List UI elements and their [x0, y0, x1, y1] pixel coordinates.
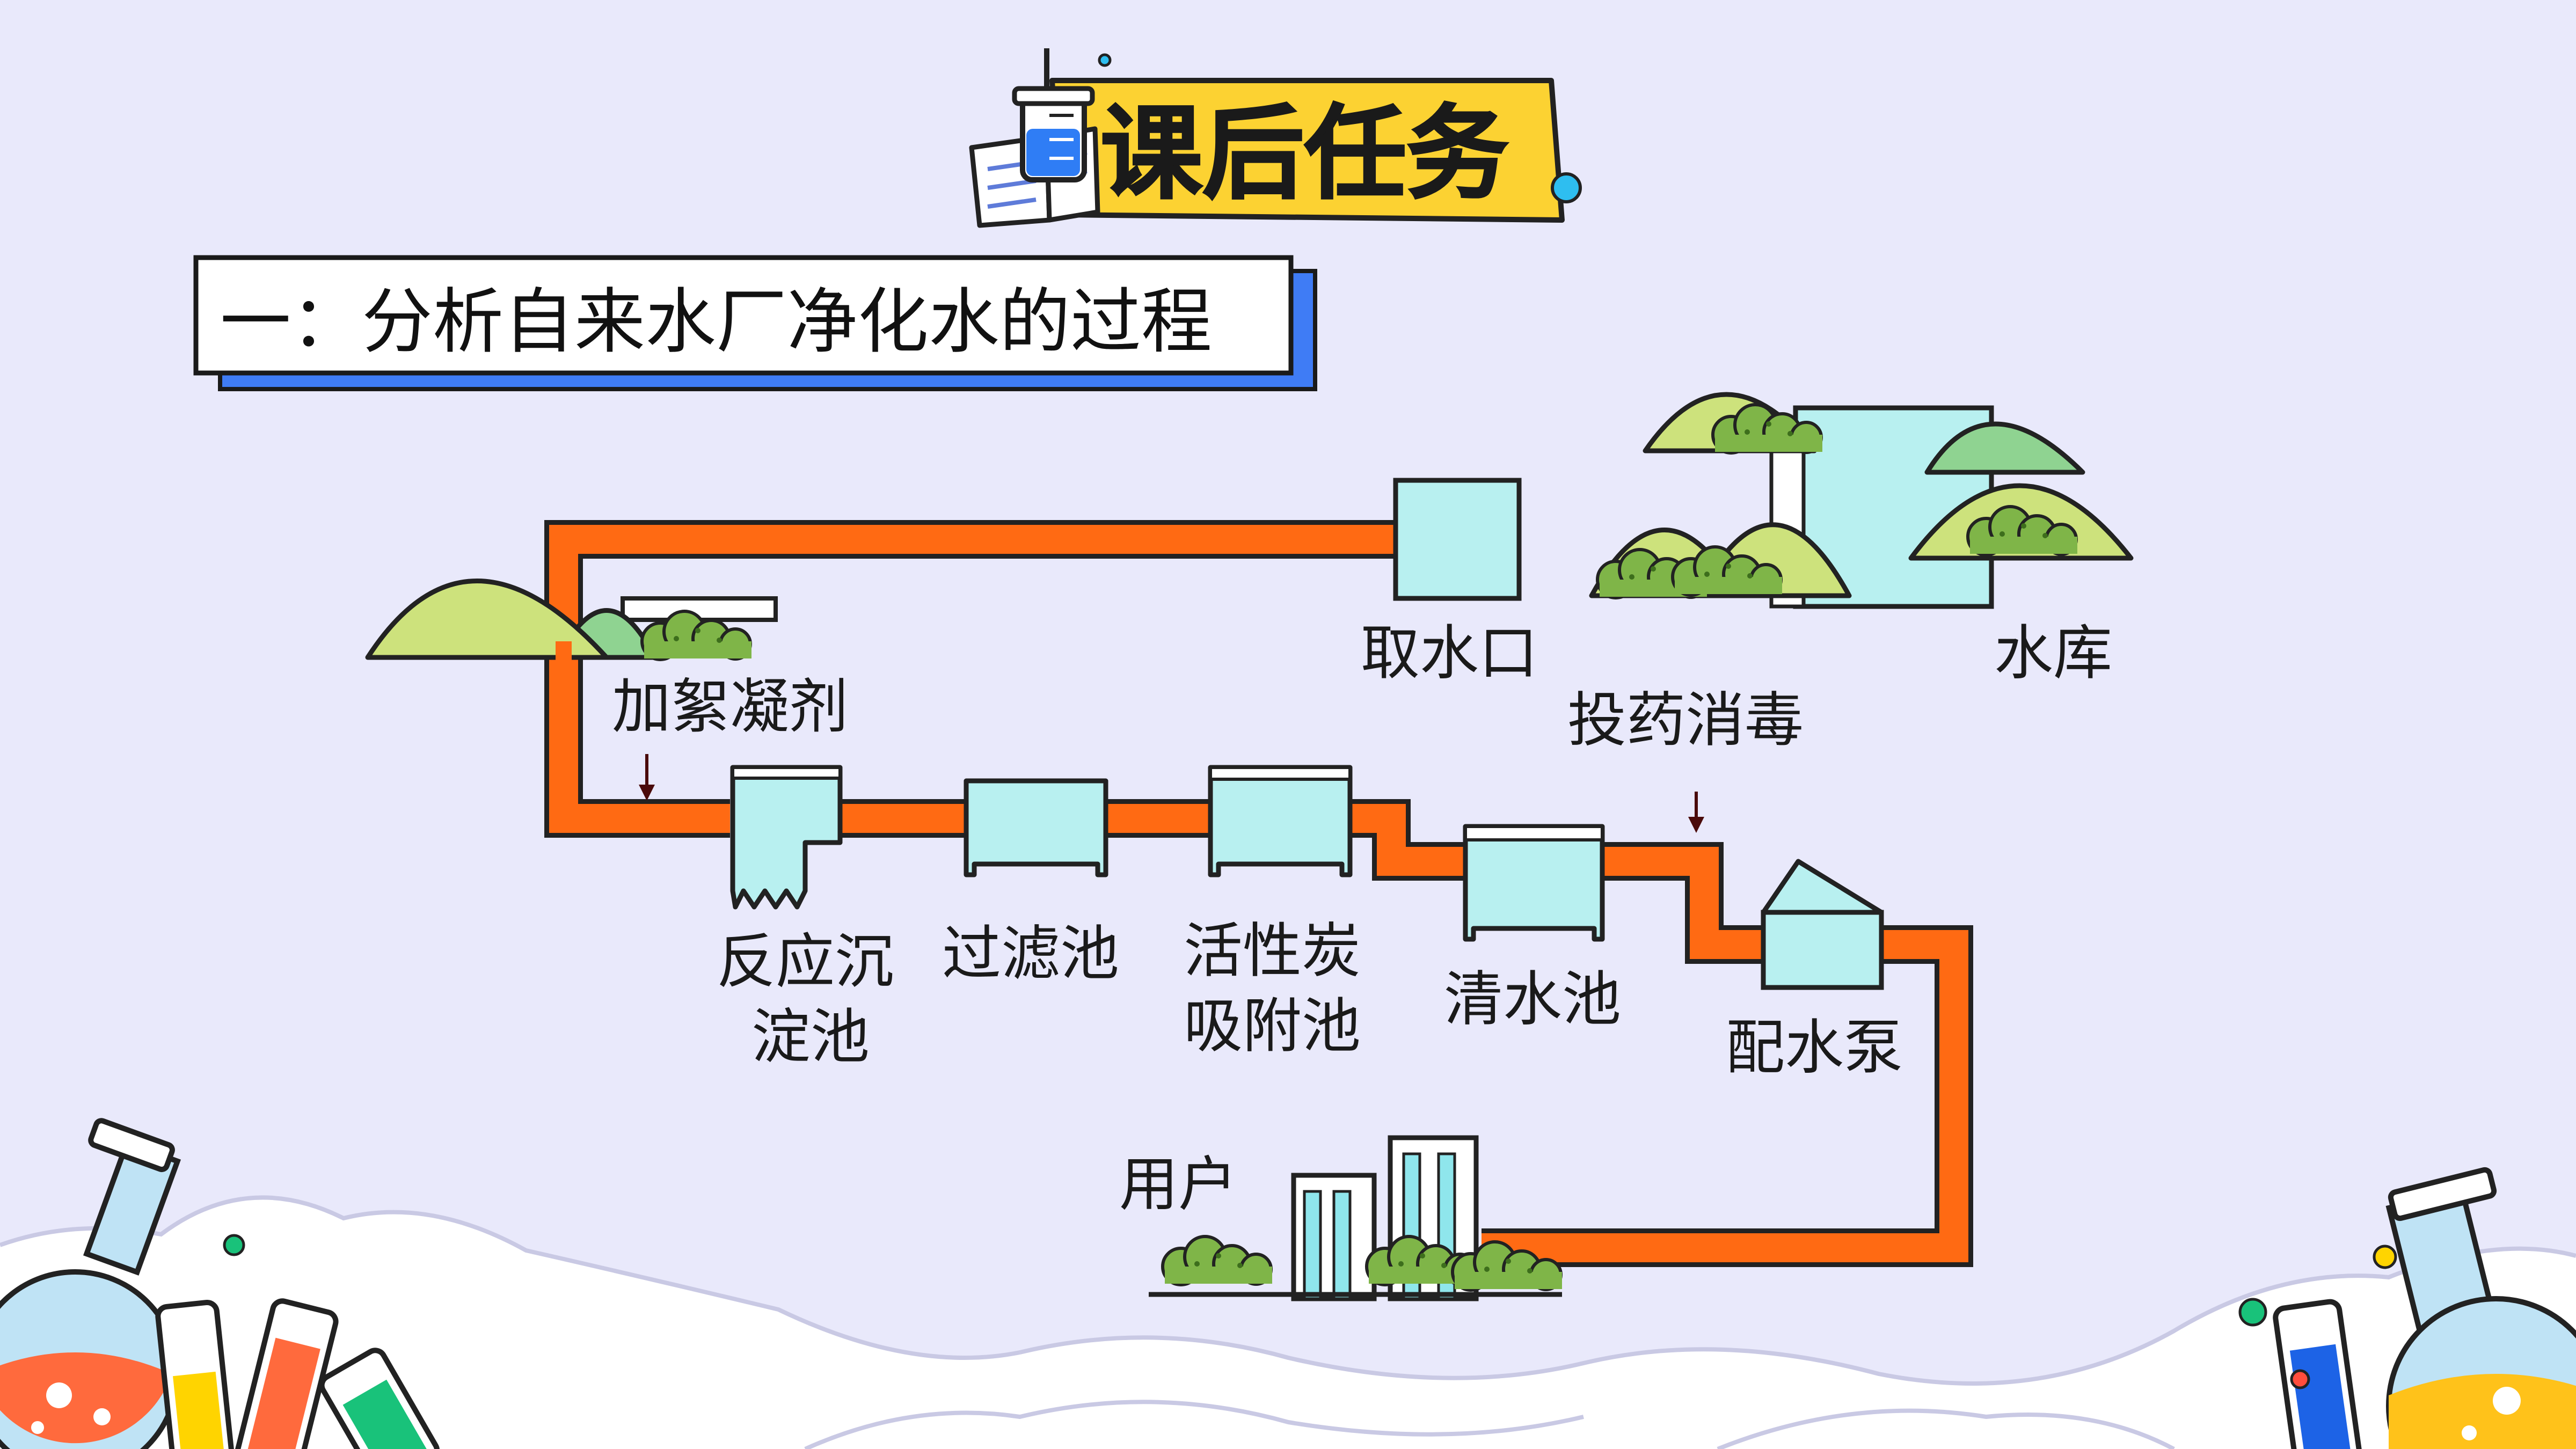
header-banner: 课后任务 — [969, 48, 1582, 228]
stage5-label: 配水泵 — [1726, 1013, 1903, 1082]
stage3-label-line1: 活性炭 — [1184, 917, 1361, 985]
water-pump — [1761, 859, 1884, 990]
intake-label: 取水口 — [1361, 619, 1538, 687]
bottom-decoration — [0, 1118, 2576, 1449]
stage1-label-line2: 淀池 — [751, 1002, 870, 1071]
filter-tank — [964, 778, 1108, 877]
subtitle-text: 一：分析自来水厂净化水的过程 — [220, 281, 1212, 363]
clear-water-tank — [1463, 824, 1605, 942]
user-label: 用户 — [1119, 1150, 1237, 1219]
disinfect-arrow — [1688, 792, 1704, 833]
coagulant-label: 加絮凝剂 — [612, 672, 848, 741]
coagulant-arrow — [639, 754, 655, 801]
stage4-label: 清水池 — [1444, 965, 1621, 1034]
user-buildings-icon — [1149, 1135, 1562, 1301]
reservoir-icon — [1589, 392, 2134, 609]
intake-box — [1393, 478, 1522, 601]
page-title: 课后任务 — [1100, 94, 1508, 213]
stage2-label: 过滤池 — [942, 919, 1119, 988]
left-test-tubes-icon — [155, 1298, 440, 1449]
reservoir-label: 水库 — [1994, 619, 2112, 687]
stage3-label-line2: 吸附池 — [1184, 992, 1361, 1060]
right-test-tubes-icon — [2273, 1299, 2363, 1449]
pipe-network — [544, 520, 1973, 1267]
right-flask-icon — [2385, 1167, 2576, 1449]
beaker-icon — [1012, 48, 1112, 182]
left-hills-icon — [365, 579, 778, 674]
left-flask-icon — [0, 1118, 181, 1449]
subtitle-box: 一：分析自来水厂净化水的过程 — [193, 255, 1317, 391]
stage1-label-line1: 反应沉 — [717, 927, 894, 996]
sedimentation-tank — [730, 765, 843, 910]
activated-carbon-tank — [1208, 765, 1353, 877]
disinfect-label: 投药消毒 — [1567, 686, 1804, 755]
